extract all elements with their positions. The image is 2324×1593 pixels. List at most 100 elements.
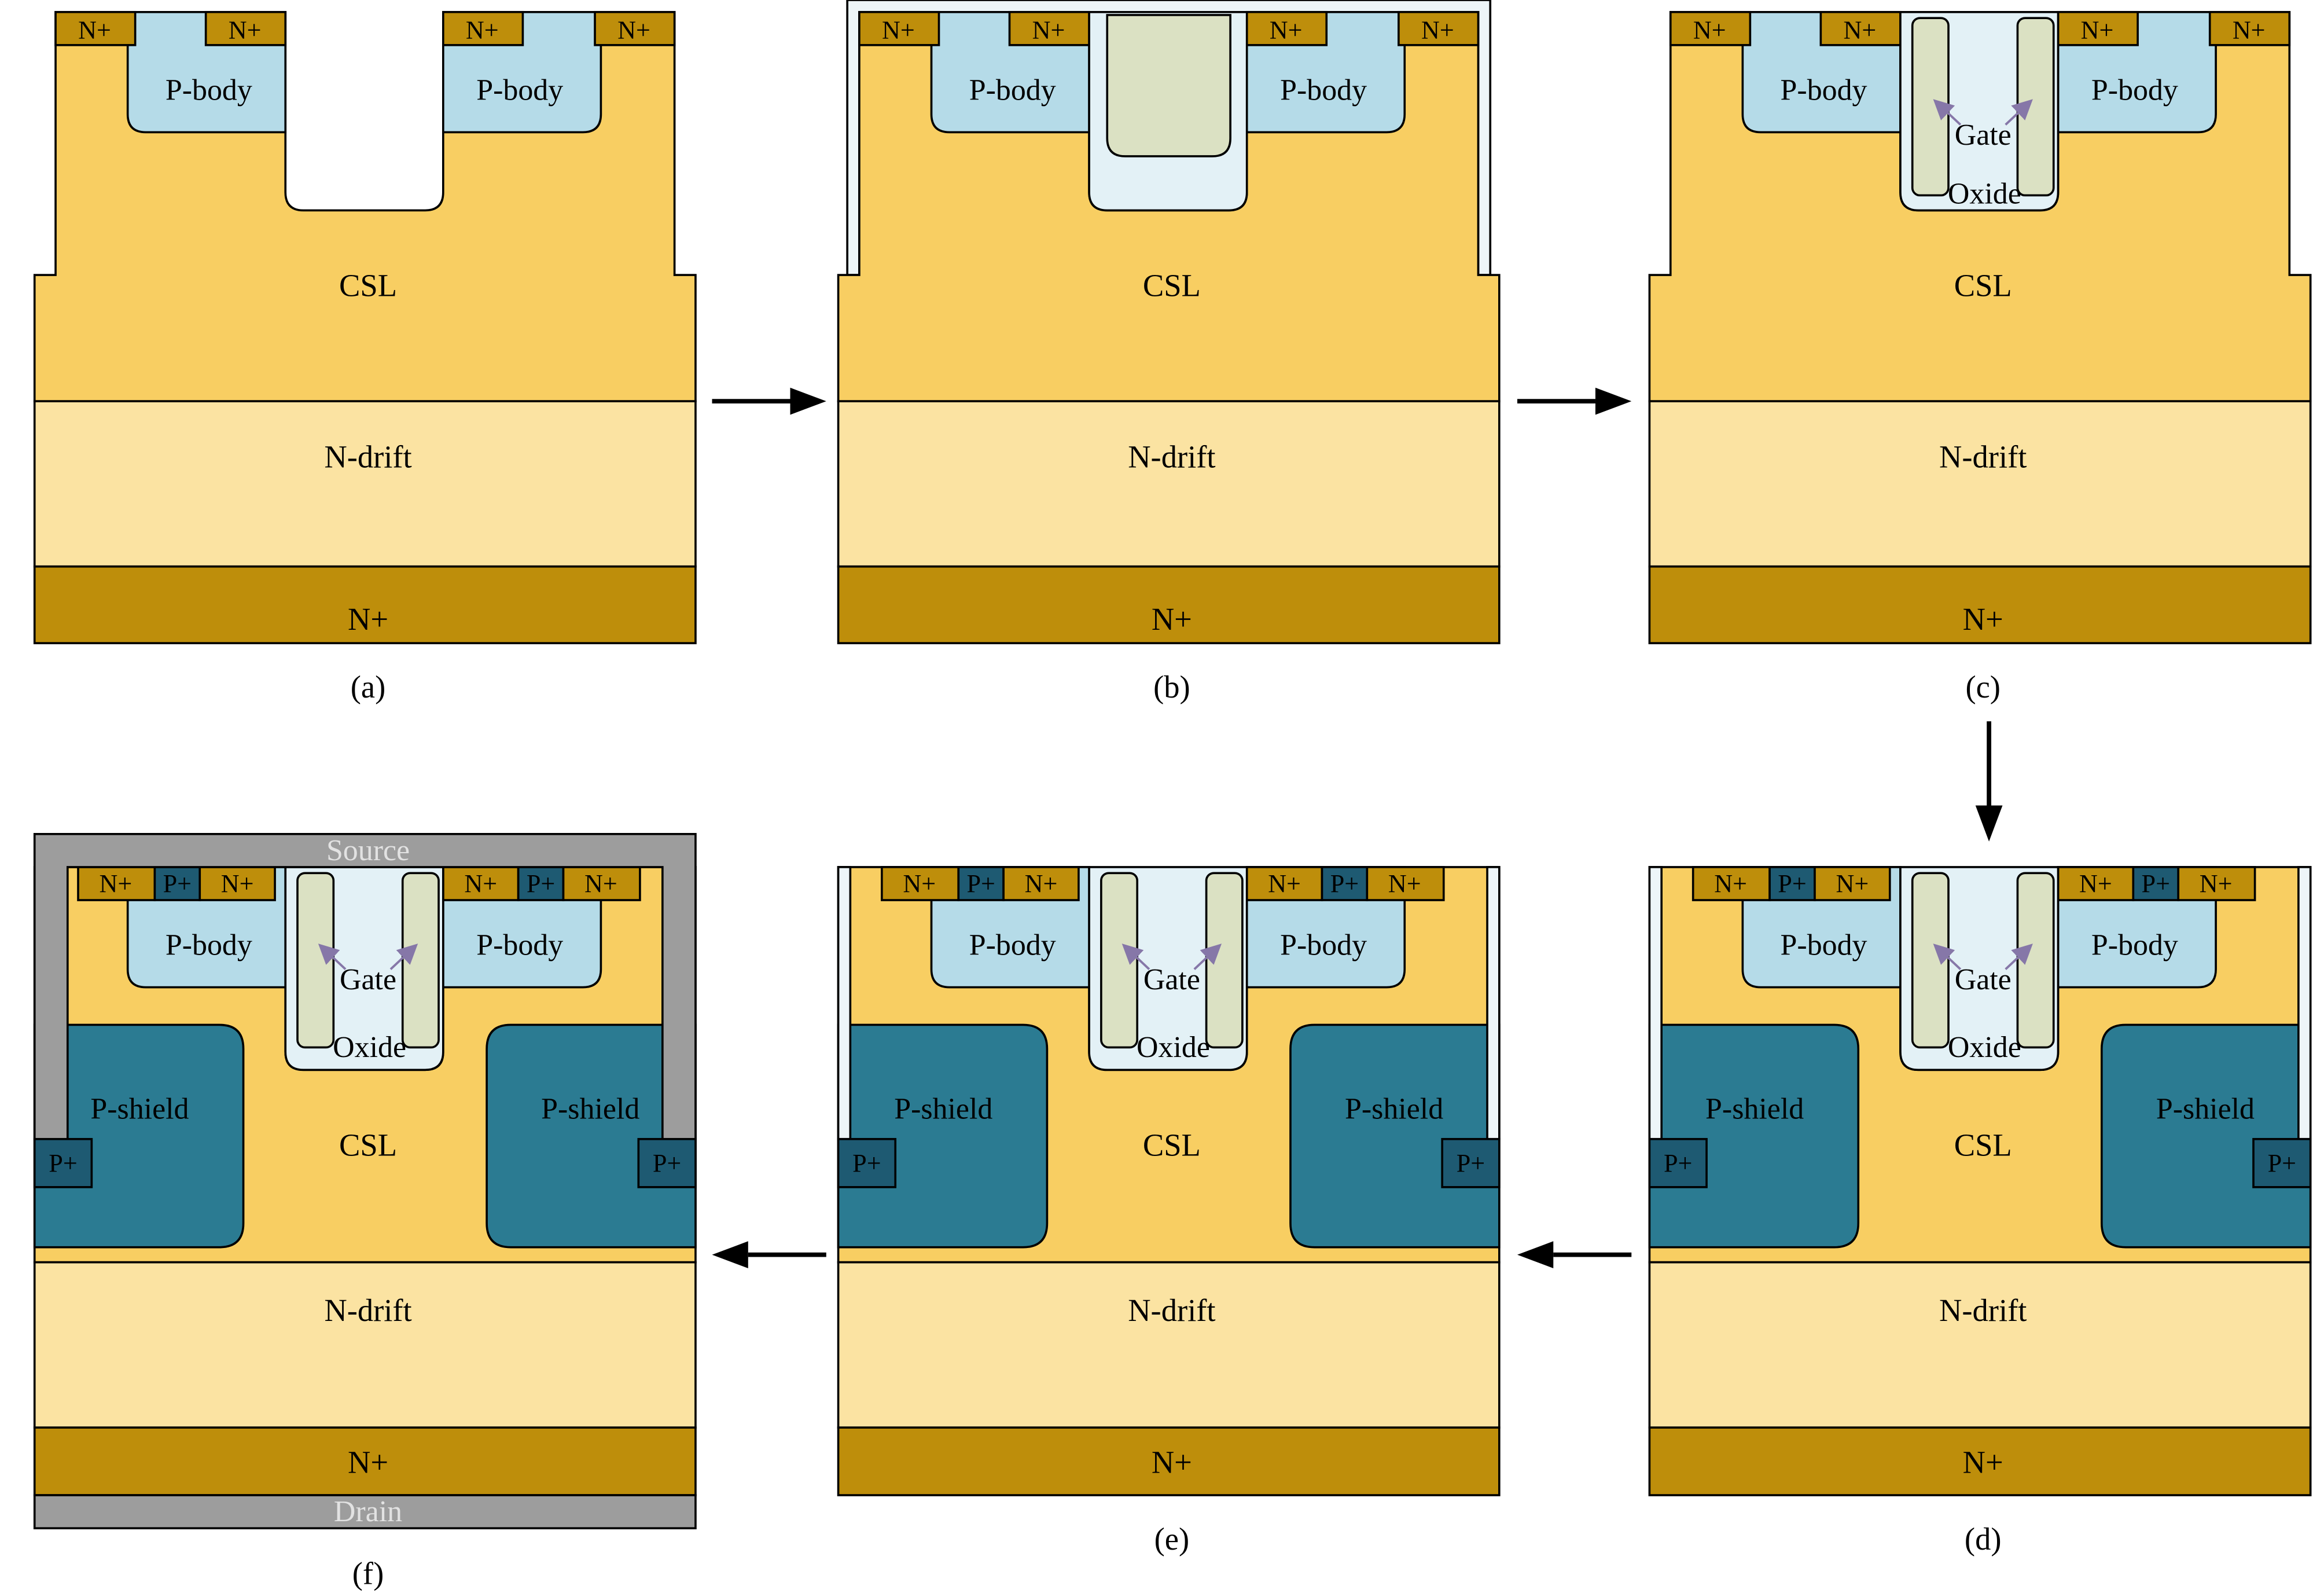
- p-shield-right: [2100, 1023, 2312, 1249]
- p-plus-label: P+: [527, 869, 555, 898]
- substrate-label: N+: [1152, 1444, 1192, 1480]
- gate-pointer-line: [389, 944, 418, 970]
- p-body-label: P-body: [2091, 928, 2178, 961]
- gate-pointer-line: [2005, 944, 2033, 970]
- n-plus-label: N+: [1388, 869, 1421, 898]
- p-plus-contact-left: [33, 1137, 93, 1188]
- p-plus-label: P+: [1457, 1149, 1485, 1177]
- n-plus-substrate: [837, 1426, 1501, 1496]
- arrow-b-to-c: [1517, 387, 1632, 415]
- p-plus-source-box: [1321, 866, 1369, 901]
- arrow-c-to-d: [1975, 721, 2003, 842]
- gate-poly-right: [2016, 872, 2055, 1049]
- n-drift-label: N-drift: [1128, 1293, 1215, 1328]
- panel-a: N+ N+ N+ N+ P-body P-body CSL N-drift N+…: [33, 10, 697, 704]
- gate-poly-left: [1100, 872, 1138, 1049]
- oxide-liner-left: [837, 866, 852, 1140]
- n-plus-source-box: [1398, 10, 1480, 46]
- panel-f: Source N+ P+ N+ N+ P+ N+ P-body P-body G…: [33, 832, 697, 1591]
- oxide-label: Oxide: [333, 1031, 406, 1064]
- oxide-liner-left: [1648, 866, 1663, 1140]
- gate-poly-left: [296, 872, 335, 1049]
- p-shield-label: P-shield: [90, 1092, 189, 1125]
- substrate-label: N+: [348, 601, 388, 637]
- substrate-label: N+: [1152, 601, 1192, 637]
- caption-e: (e): [1154, 1521, 1189, 1557]
- caption-c: (c): [1965, 669, 2001, 704]
- n-plus-source-box: [1814, 866, 1891, 901]
- p-body-label: P-body: [2091, 74, 2178, 107]
- gate-pointer-line: [318, 944, 347, 970]
- gate-label: Gate: [1143, 963, 1200, 996]
- p-plus-label: P+: [2142, 869, 2170, 898]
- n-plus-source-box: [2057, 866, 2135, 901]
- p-body-label: P-body: [1781, 74, 1867, 107]
- substrate-label: N+: [1963, 1444, 2003, 1480]
- n-plus-substrate: [33, 1426, 697, 1496]
- panel-c: N+ N+ N+ N+ P-body P-body Gate Oxide CSL…: [1648, 10, 2312, 704]
- n-plus-label: N+: [100, 869, 133, 898]
- n-plus-label: N+: [1270, 16, 1303, 44]
- n-plus-source-box: [442, 10, 524, 46]
- gate-poly-right: [2016, 17, 2055, 197]
- n-plus-substrate: [1648, 1426, 2312, 1496]
- substrate-label: N+: [348, 1444, 388, 1480]
- n-plus-source-box: [1245, 10, 1328, 46]
- n-drift-label: N-drift: [324, 1293, 411, 1328]
- arrow-a-to-b: [712, 387, 826, 415]
- p-shield-label: P-shield: [1705, 1092, 1804, 1125]
- n-plus-label: N+: [2081, 16, 2114, 44]
- p-body-label: P-body: [476, 928, 563, 961]
- p-body-label: P-body: [969, 74, 1056, 107]
- n-plus-source-box: [1691, 866, 1771, 901]
- n-drift-label: N-drift: [1128, 439, 1215, 475]
- n-plus-source-box: [2057, 10, 2139, 46]
- p-body-label: P-body: [1280, 74, 1367, 107]
- n-plus-label: N+: [464, 869, 497, 898]
- n-plus-label: N+: [221, 869, 254, 898]
- n-plus-label: N+: [1714, 869, 1747, 898]
- gate-poly-left: [1911, 17, 1950, 197]
- gate-label: Gate: [1955, 119, 2012, 152]
- n-plus-label: N+: [1268, 869, 1301, 898]
- n-plus-source-box: [198, 866, 276, 901]
- gate-pointer-line: [2005, 99, 2033, 126]
- n-drift-region: [1648, 400, 2312, 568]
- n-plus-source-box: [594, 10, 676, 46]
- caption-a: (a): [351, 669, 385, 704]
- n-plus-label: N+: [903, 869, 936, 898]
- n-plus-label: N+: [2079, 869, 2112, 898]
- n-plus-source-box: [204, 10, 287, 46]
- n-drift-label: N-drift: [324, 439, 411, 475]
- panel-d: N+ P+ N+ N+ P+ N+ P-body P-body Gate Oxi…: [1648, 866, 2312, 1557]
- n-drift-label: N-drift: [1939, 1293, 2027, 1328]
- n-plus-substrate: [33, 565, 697, 644]
- gate-pointer-line: [1933, 944, 1962, 970]
- p-body-label: P-body: [476, 74, 563, 107]
- p-plus-source-box: [957, 866, 1005, 901]
- n-plus-label: N+: [584, 869, 617, 898]
- gate-poly-left: [1911, 872, 1950, 1049]
- csl-label: CSL: [339, 268, 397, 303]
- csl-label: CSL: [339, 1128, 397, 1163]
- n-drift-region: [33, 1261, 697, 1429]
- oxide-label: Oxide: [1948, 1031, 2021, 1064]
- source-label: Source: [326, 834, 410, 867]
- csl-label: CSL: [1143, 1128, 1201, 1163]
- n-plus-label: N+: [1032, 16, 1065, 44]
- n-plus-label: N+: [229, 16, 262, 44]
- n-plus-source-box: [1669, 10, 1752, 46]
- n-drift-region: [33, 400, 697, 568]
- n-plus-source-box: [881, 866, 960, 901]
- n-plus-label: N+: [1693, 16, 1726, 44]
- arrow-e-to-f: [712, 1241, 826, 1269]
- gate-pointer-line: [1933, 99, 1962, 126]
- caption-b: (b): [1153, 669, 1190, 704]
- n-plus-label: N+: [1025, 869, 1058, 898]
- p-body-label: P-body: [166, 928, 252, 961]
- p-plus-label: P+: [1778, 869, 1806, 898]
- n-plus-label: N+: [466, 16, 499, 44]
- n-plus-label: N+: [78, 16, 111, 44]
- n-plus-label: N+: [617, 16, 650, 44]
- p-body-label: P-body: [969, 928, 1056, 961]
